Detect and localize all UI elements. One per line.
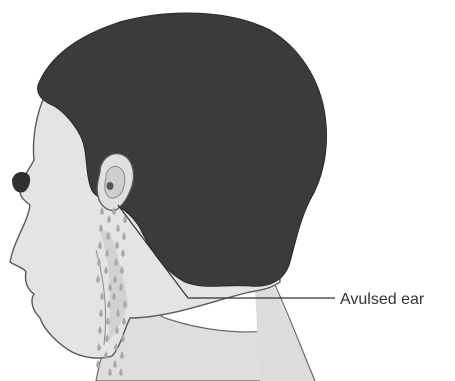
ear-wound: [107, 182, 114, 190]
blood-drop: [96, 360, 100, 368]
avulsed-ear-label: Avulsed ear: [340, 291, 425, 308]
